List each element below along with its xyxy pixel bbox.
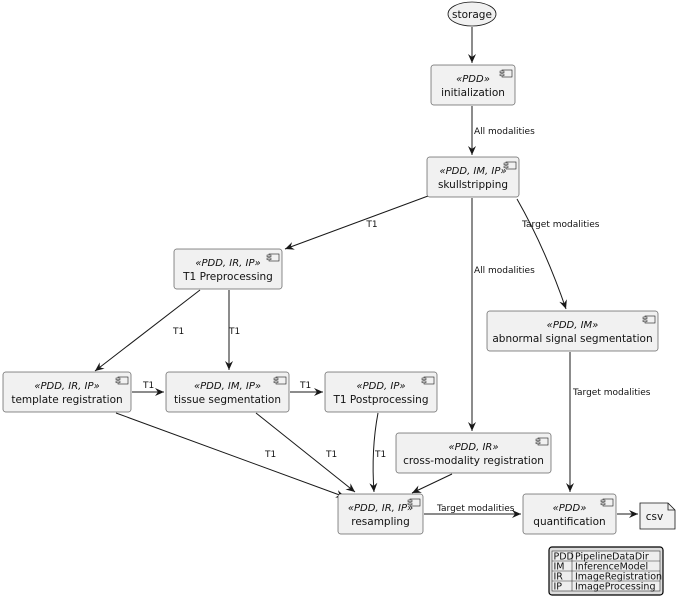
component-icon [266,253,280,262]
legend-abbr: PDD [554,551,574,562]
node-stereotype: «PDD, IR, IP» [195,258,260,269]
component-box [2,371,132,413]
component-box [486,310,659,352]
legend-full: ImageRegistration [575,571,662,582]
edge-label-abn-to-quant: Target modalities [572,388,651,398]
legend-full: PipelineDataDir [575,551,649,562]
edge-label-t1post-to-resamp: T1 [374,450,386,460]
node-stereotype: «PDD, IR, IP» [348,503,413,514]
component-box [173,248,283,290]
component-icon [421,376,435,385]
component-box [430,64,516,106]
component-icon [407,498,421,507]
nodes-layer: storage «PDD» initialization «PDD, IM, IP» s… [2,1,676,535]
edge-skull-to-abn [516,198,567,310]
component-box [337,493,424,535]
edge-treg-to-resamp [115,412,346,498]
component-box [324,371,438,413]
legend-abbr: IR [554,571,564,582]
node-stereotype: «PDD, IM, IP» [439,166,506,177]
edge-t1pre-to-treg [94,289,201,372]
legend-full: InferenceModel [575,561,648,572]
node-init: «PDD» initialization [430,64,516,106]
node-quant: «PDD» quantification [522,493,617,535]
node-label: template registration [11,394,122,406]
component-box [395,432,552,474]
node-label: tissue segmentation [174,394,281,406]
component-icon [115,376,129,385]
node-stereotype: «PDD» [553,503,587,514]
node-label: T1 Postprocessing [333,394,429,406]
component-box [165,371,290,413]
node-label: storage [452,9,492,21]
edge-label-tseg-to-resamp: T1 [325,450,337,460]
node-stereotype: «PDD, IP» [356,381,405,392]
edge-label-tseg-to-t1post: T1 [299,381,311,391]
node-label: resampling [351,516,410,528]
edge-skull-to-t1pre [284,195,429,250]
component-box [522,493,617,535]
node-label: initialization [441,87,505,99]
node-label: abnormal signal segmentation [492,333,652,345]
edge-label-init-to-skull: All modalities [474,127,535,137]
node-tseg: «PDD, IM, IP» tissue segmentation [165,371,290,413]
node-skull: «PDD, IM, IP» skullstripping [426,156,520,198]
edge-xreg-to-resamp [411,473,453,494]
edge-label-t1pre-to-treg: T1 [172,327,184,337]
edge-label-treg-to-resamp: T1 [264,450,276,460]
node-stereotype: «PDD» [456,74,490,85]
node-stereotype: «PDD, IM» [547,320,599,331]
component-icon [600,498,614,507]
component-box [426,156,520,198]
edge-label-resamp-to-quant: Target modalities [436,504,515,514]
node-t1post: «PDD, IP» T1 Postprocessing [324,371,438,413]
node-stereotype: «PDD, IM, IP» [194,381,261,392]
legend-abbr: IM [554,561,565,572]
node-stereotype: «PDD, IR» [448,442,498,453]
component-icon [499,69,513,78]
node-label: cross-modality registration [403,455,544,467]
edge-label-skull-to-t1pre: T1 [365,220,377,230]
node-csv: csv [639,502,676,530]
legend-abbr: IP [554,581,563,592]
node-xreg: «PDD, IR» cross-modality registration [395,432,552,474]
component-icon [535,437,549,446]
edge-label-skull-to-xreg: All modalities [474,266,535,276]
node-label: T1 Preprocessing [182,271,273,283]
node-storage: storage [447,1,497,27]
node-treg: «PDD, IR, IP» template registration [2,371,132,413]
node-stereotype: «PDD, IR, IP» [34,381,99,392]
file-icon [639,502,676,530]
edge-label-t1pre-to-tseg: T1 [228,327,240,337]
node-label: skullstripping [438,179,508,191]
component-icon [273,376,287,385]
node-label: csv [646,511,663,523]
edge-label-skull-to-abn: Target modalities [521,220,600,230]
file-fold [667,503,675,511]
edge-label-treg-to-tseg: T1 [142,381,154,391]
node-abn: «PDD, IM» abnormal signal segmentation [486,310,659,352]
edge-tseg-to-resamp [255,412,356,493]
node-resamp: «PDD, IR, IP» resampling [337,493,424,535]
component-icon [503,161,517,170]
storage-ellipse [447,1,497,27]
node-t1pre: «PDD, IR, IP» T1 Preprocessing [173,248,283,290]
component-icon [642,315,656,324]
edge-t1post-to-resamp [369,412,379,493]
node-label: quantification [533,516,605,528]
legend-full: ImageProcessing [575,581,655,592]
